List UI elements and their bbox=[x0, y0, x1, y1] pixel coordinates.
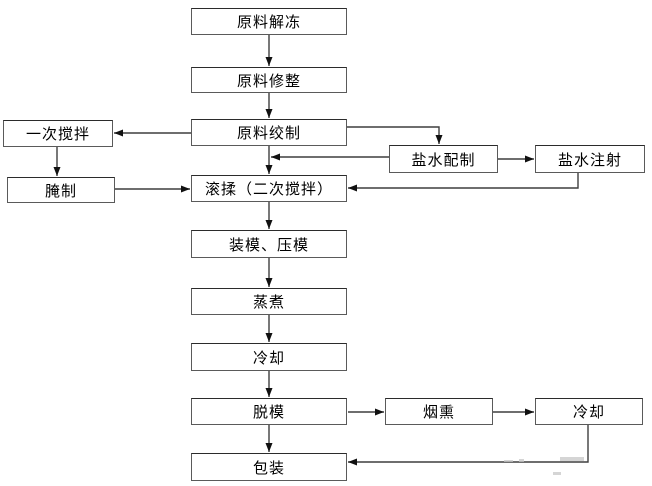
node-thaw-label: 原料解冻 bbox=[236, 15, 301, 31]
edge-brineinject-tumble bbox=[348, 173, 579, 192]
node-marinate: 腌制 bbox=[7, 177, 115, 203]
node-brine-inject-label: 盐水注射 bbox=[557, 152, 622, 169]
watermark-smudge bbox=[519, 459, 524, 462]
node-mold-press: 装模、压模 bbox=[191, 230, 347, 258]
node-smoke-label: 烟熏 bbox=[422, 405, 455, 421]
node-tumble-label: 滚揉（二次搅拌） bbox=[204, 182, 333, 198]
watermark-smudge bbox=[553, 472, 561, 475]
node-tumble: 滚揉（二次搅拌） bbox=[191, 175, 347, 202]
node-thaw: 原料解冻 bbox=[191, 8, 347, 35]
node-brine-inject: 盐水注射 bbox=[535, 145, 645, 173]
watermark-smudge bbox=[504, 460, 513, 462]
node-grind-label: 原料绞制 bbox=[236, 126, 301, 142]
node-pack: 包装 bbox=[191, 453, 347, 481]
node-first-stir-label: 一次搅拌 bbox=[25, 127, 90, 143]
node-steam-label: 蒸煮 bbox=[252, 295, 285, 311]
edge-grind-brineprep bbox=[347, 126, 443, 144]
node-demold: 脱模 bbox=[191, 398, 347, 425]
edge-cool2-pack bbox=[348, 425, 589, 466]
node-cool: 冷却 bbox=[191, 343, 347, 371]
node-marinate-label: 腌制 bbox=[44, 183, 77, 200]
node-mold-press-label: 装模、压模 bbox=[228, 237, 309, 254]
watermark-smudge bbox=[560, 457, 584, 461]
node-trim-label: 原料修整 bbox=[236, 73, 301, 90]
node-brine-prep: 盐水配制 bbox=[389, 145, 498, 173]
node-smoke: 烟熏 bbox=[385, 398, 493, 425]
node-demold-label: 脱模 bbox=[252, 405, 285, 421]
node-cool-2: 冷却 bbox=[535, 398, 643, 425]
node-pack-label: 包装 bbox=[252, 460, 285, 477]
node-grind: 原料绞制 bbox=[191, 119, 347, 146]
node-brine-prep-label: 盐水配制 bbox=[411, 152, 476, 169]
node-trim: 原料修整 bbox=[191, 67, 347, 93]
node-steam: 蒸煮 bbox=[191, 288, 347, 315]
node-cool-label: 冷却 bbox=[252, 350, 285, 367]
node-first-stir: 一次搅拌 bbox=[3, 120, 113, 147]
node-cool-2-label: 冷却 bbox=[572, 405, 605, 421]
